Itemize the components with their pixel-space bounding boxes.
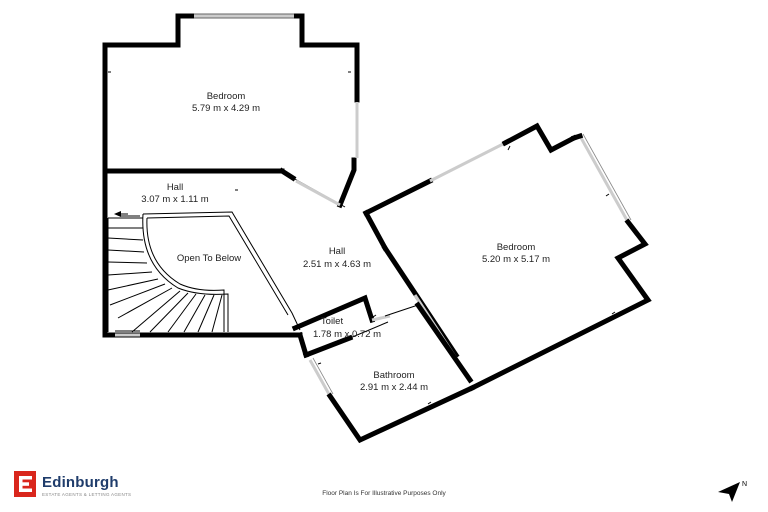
hall-left-size: 3.07 m x 1.11 m [141, 194, 208, 205]
svg-text:N: N [742, 481, 747, 488]
stair-treads [107, 211, 223, 333]
brand-name: Edinburgh [42, 474, 119, 491]
stair-walls [102, 330, 303, 338]
hall-center-size: 2.51 m x 4.63 m [303, 259, 371, 270]
toilet-walls [291, 294, 419, 359]
bathroom-size: 2.91 m x 2.44 m [360, 382, 428, 393]
disclaimer-text: Floor Plan Is For Illustrative Purposes … [322, 490, 446, 497]
bedroom-right-size: 5.20 m x 5.17 m [482, 254, 550, 265]
bedroom-top-window [194, 13, 359, 158]
open-to-below-outline [142, 211, 301, 332]
brand-tagline: ESTATE AGENTS & LETTING AGENTS [42, 492, 132, 497]
bedroom-right-walls [362, 122, 652, 392]
open-to-below-label: Open To Below [177, 253, 241, 264]
bathroom-name: Bathroom [373, 370, 414, 381]
bedroom-top-walls [102, 13, 360, 338]
toilet-size: 1.78 m x 0.72 m [313, 329, 381, 340]
hall-left-name: Hall [167, 182, 183, 193]
bedroom-top-name: Bedroom [207, 91, 246, 102]
edinburgh-e-logo-icon [14, 471, 36, 497]
hall-center-name: Hall [329, 246, 345, 257]
bedroom-right-name: Bedroom [497, 242, 536, 253]
bedroom-top-size: 5.79 m x 4.29 m [192, 103, 260, 114]
bathroom-walls [296, 301, 476, 444]
toilet-name: Toilet [321, 316, 344, 327]
door-markers [108, 71, 616, 405]
north-arrow-icon: N [718, 481, 747, 502]
